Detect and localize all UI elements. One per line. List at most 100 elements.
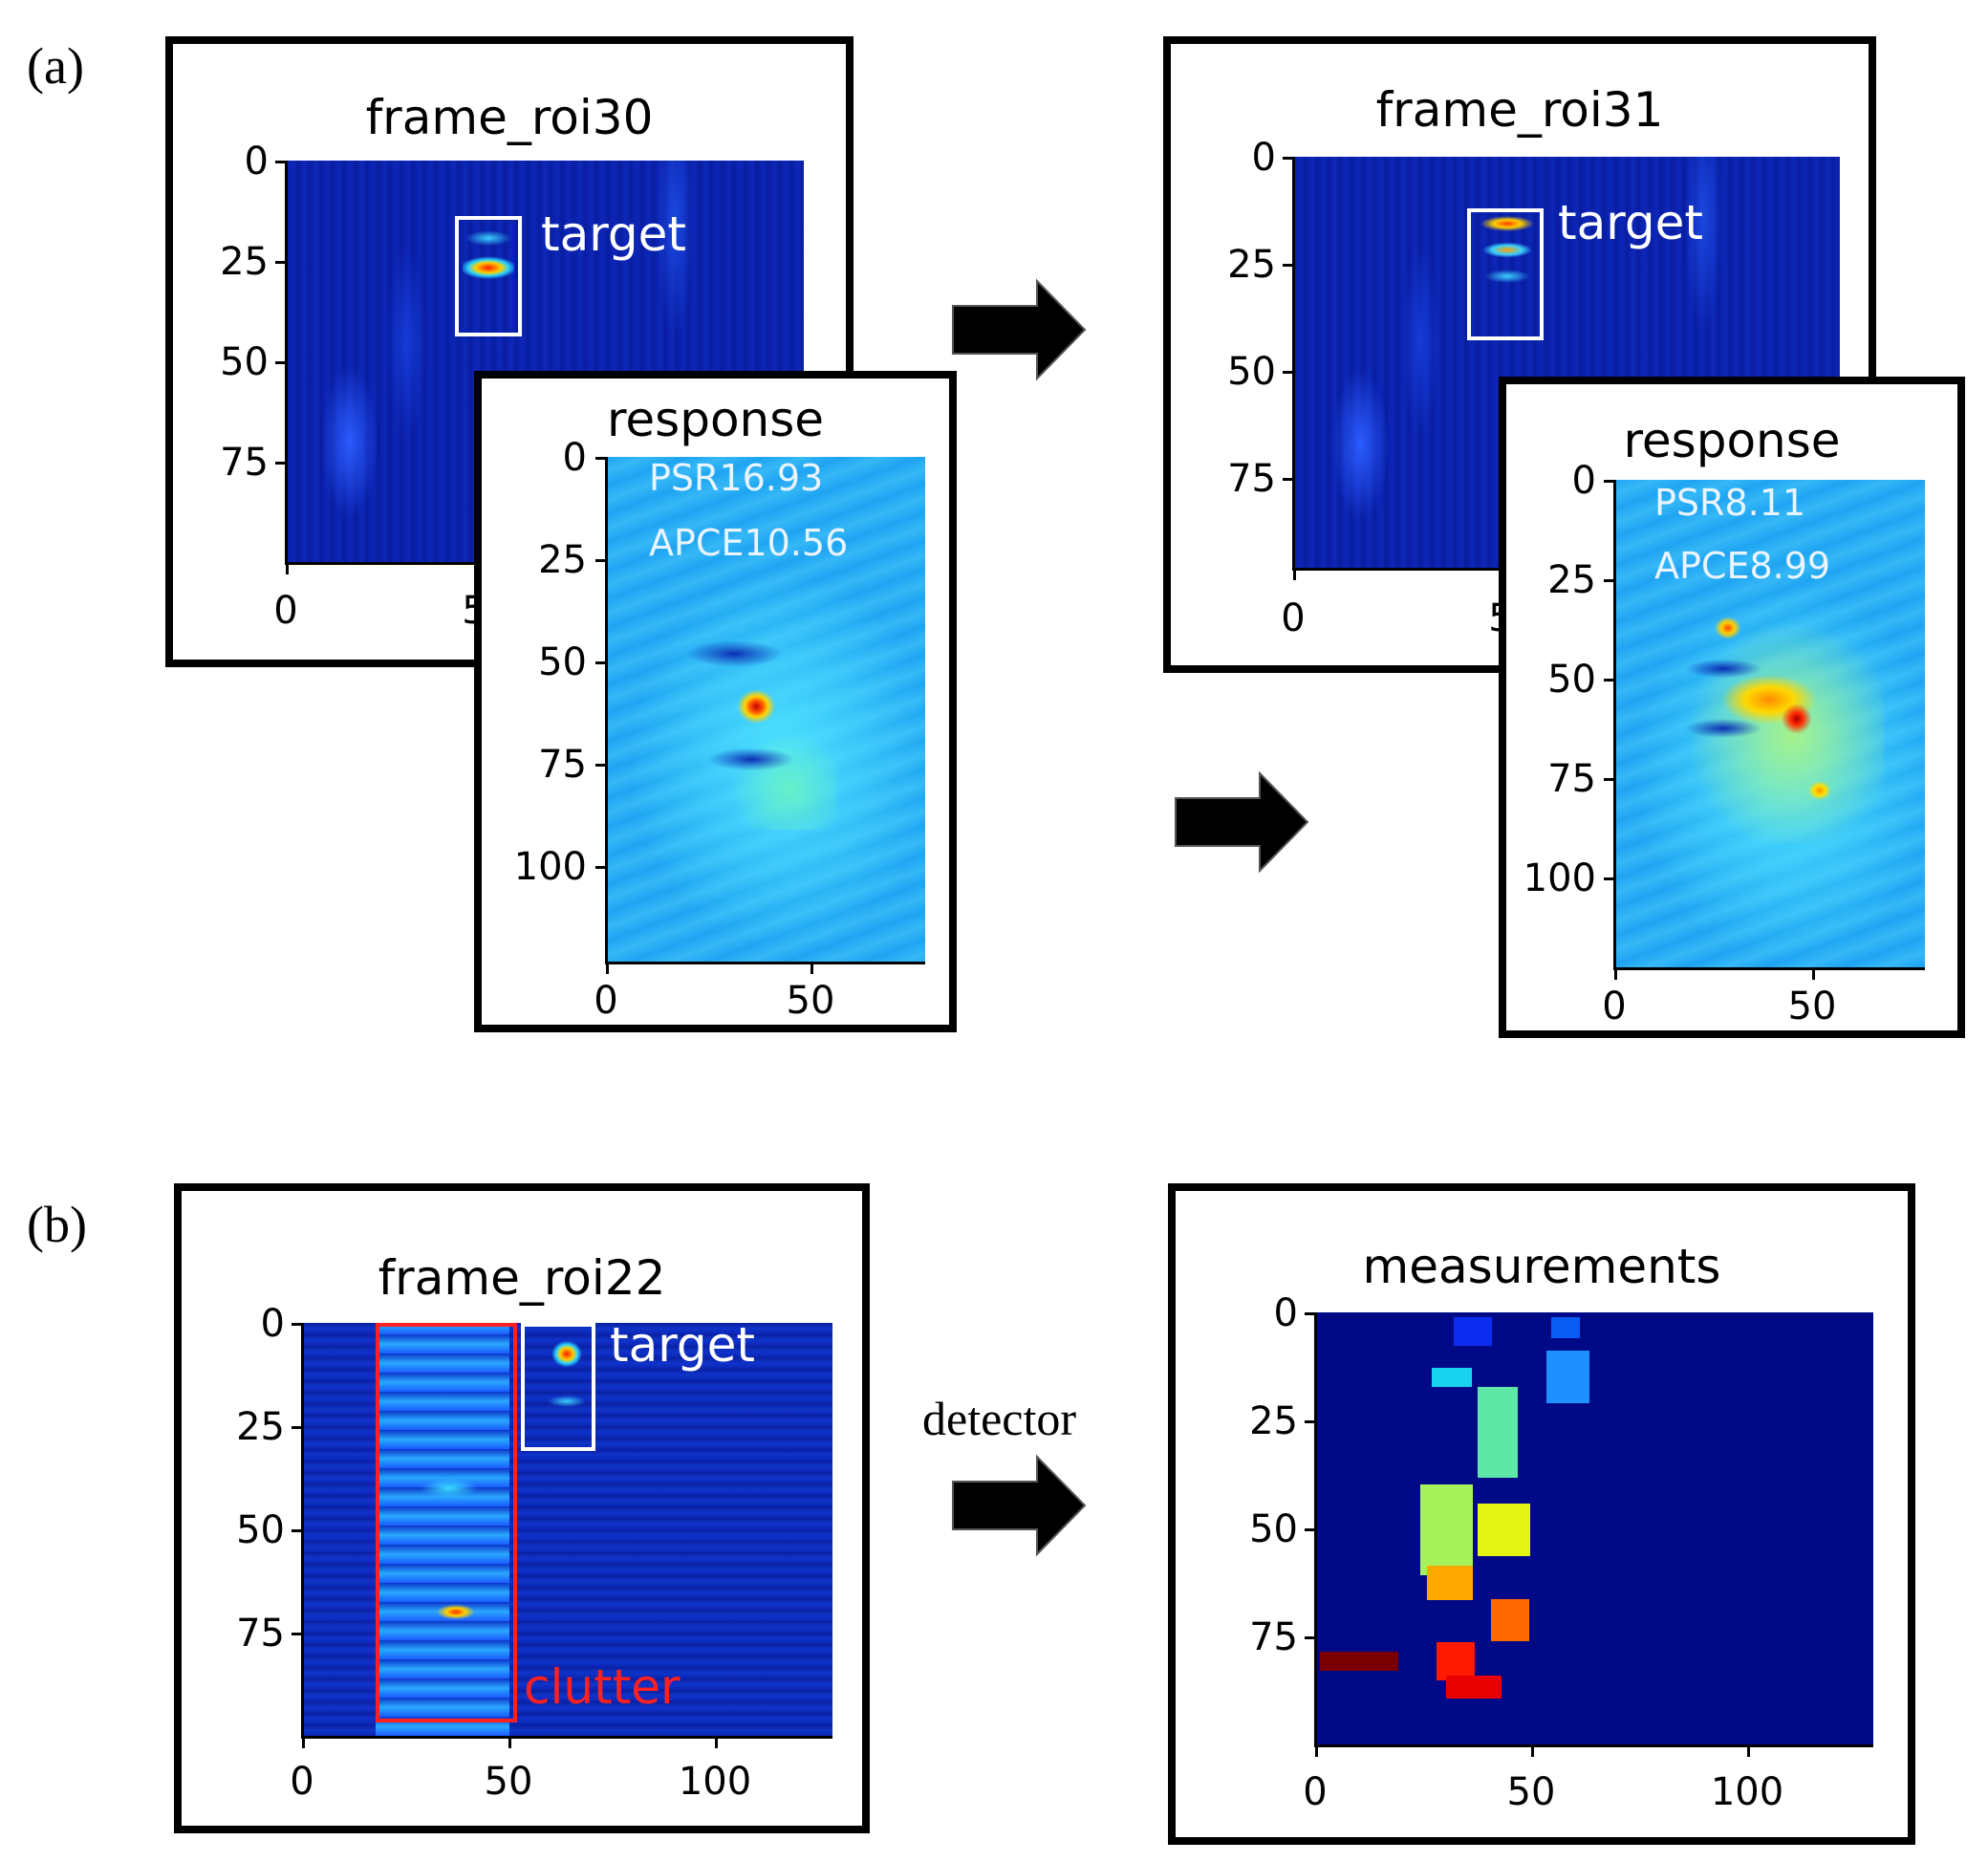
roi30-target-blob: [463, 216, 514, 279]
meas-blob: [1454, 1317, 1492, 1346]
roi31-ytick-label: 0: [1251, 136, 1276, 180]
resp30-xtick-mark: [810, 964, 813, 974]
roi30-ytick-label: 25: [220, 240, 269, 284]
meas-xtick-label: 50: [1506, 1770, 1556, 1814]
resp31-y-axis: [1613, 480, 1616, 970]
resp30-ytick-mark: [595, 457, 605, 460]
roi22-figure: frame_roi22 target clutter 0 25 50 75 0 …: [174, 1183, 870, 1833]
roi30-target-label: target: [541, 206, 687, 262]
meas-figure: measurements 0 25 50 75 0 50 100: [1168, 1183, 1915, 1845]
roi22-ytick-mark: [292, 1633, 301, 1635]
resp31-apce: APCE8.99: [1654, 545, 1831, 587]
roi30-ytick-label: 75: [220, 441, 269, 485]
meas-blob: [1551, 1317, 1580, 1338]
meas-xtick-label: 100: [1710, 1770, 1784, 1814]
roi31-target-box: [1467, 208, 1544, 340]
roi22-y-axis: [301, 1323, 304, 1739]
meas-ytick-label: 25: [1249, 1399, 1298, 1443]
roi22-ytick-mark: [292, 1529, 301, 1532]
roi22-title: frame_roi22: [378, 1250, 666, 1306]
resp30-ytick-label: 75: [538, 743, 587, 787]
meas-ytick-mark: [1305, 1312, 1314, 1315]
roi31-xtick-mark: [1293, 571, 1296, 580]
roi22-ytick-label: 25: [236, 1405, 285, 1449]
meas-x-axis: [1314, 1744, 1873, 1747]
roi31-ytick-label: 25: [1227, 243, 1276, 287]
resp30-xtick-label: 50: [786, 979, 835, 1023]
roi31-ytick-label: 50: [1227, 350, 1276, 394]
resp31-xtick-mark: [1812, 970, 1815, 980]
roi22-ytick-mark: [292, 1323, 301, 1326]
roi22-ytick-label: 0: [260, 1302, 285, 1346]
roi31-ytick-mark: [1283, 371, 1292, 374]
meas-ytick-mark: [1305, 1420, 1314, 1423]
meas-blob: [1491, 1599, 1529, 1641]
resp31-ytick-mark: [1604, 679, 1613, 682]
meas-xtick-mark: [1531, 1747, 1534, 1757]
roi22-clutter-region: [376, 1323, 509, 1736]
meas-blob: [1427, 1566, 1473, 1600]
resp31-ytick-label: 75: [1547, 757, 1596, 801]
roi22-ytick-label: 50: [236, 1508, 285, 1552]
resp31-xtick-label: 50: [1787, 985, 1837, 1028]
panel-label-b: (b): [27, 1196, 87, 1253]
roi22-xtick-label: 100: [678, 1760, 752, 1804]
roi31-y-axis: [1292, 157, 1295, 571]
meas-ytick-label: 50: [1249, 1507, 1298, 1551]
meas-ytick-mark: [1305, 1528, 1314, 1531]
resp31-ytick-mark: [1604, 579, 1613, 582]
roi22-ytick-label: 75: [236, 1612, 285, 1656]
resp30-x-axis: [605, 962, 925, 964]
roi31-ytick-mark: [1283, 478, 1292, 481]
meas-title: measurements: [1362, 1239, 1721, 1294]
roi31-target-blob: [1479, 203, 1536, 308]
roi22-target-blob: [543, 1328, 591, 1433]
resp30-y-axis: [605, 457, 608, 964]
roi22-target-label: target: [610, 1317, 756, 1373]
resp30-ytick-label: 100: [513, 845, 587, 889]
resp30-ytick-mark: [595, 661, 605, 664]
resp31-ytick-mark: [1604, 480, 1613, 483]
roi31-x-axis: [1292, 568, 1502, 571]
resp31-heatmap: [1616, 480, 1925, 967]
panel-label-a: (a): [27, 37, 84, 95]
roi30-title: frame_roi30: [365, 90, 654, 145]
roi31-title: frame_roi31: [1375, 82, 1664, 138]
meas-blob: [1478, 1387, 1518, 1478]
resp31-xtick-label: 0: [1602, 985, 1627, 1028]
roi22-x-axis: [301, 1736, 832, 1739]
meas-xtick-mark: [1747, 1747, 1750, 1757]
resp31-ytick-label: 50: [1547, 658, 1596, 702]
resp31-psr: PSR8.11: [1654, 482, 1806, 524]
roi30-y-axis: [285, 161, 288, 565]
resp30-xtick-label: 0: [594, 979, 618, 1023]
meas-heatmap: [1317, 1312, 1873, 1744]
resp31-xtick-mark: [1614, 970, 1617, 980]
resp31-ytick-mark: [1604, 778, 1613, 781]
resp30-ytick-mark: [595, 559, 605, 562]
meas-ytick-label: 75: [1249, 1615, 1298, 1659]
roi31-ytick-mark: [1283, 264, 1292, 267]
roi30-ytick-mark: [275, 361, 285, 364]
roi30-x-axis: [285, 562, 476, 565]
roi22-xtick-mark: [715, 1739, 718, 1748]
roi30-target-box: [455, 216, 522, 336]
resp30-ytick-label: 50: [538, 640, 587, 684]
resp31-ytick-mark: [1604, 877, 1613, 880]
meas-blob: [1437, 1642, 1475, 1680]
roi30-xtick-mark: [286, 565, 289, 574]
resp30-ytick-mark: [595, 764, 605, 767]
meas-blob: [1320, 1652, 1398, 1671]
roi30-ytick-mark: [275, 462, 285, 465]
resp30-apce: APCE10.56: [649, 522, 849, 564]
roi22-ytick-mark: [292, 1426, 301, 1429]
resp30-figure: response PSR16.93 APCE10.56 0 25 50 75 1…: [474, 371, 957, 1032]
resp31-ytick-label: 25: [1547, 558, 1596, 602]
resp30-psr: PSR16.93: [649, 457, 824, 499]
roi31-ytick-mark: [1283, 157, 1292, 160]
resp30-peak: [665, 610, 837, 830]
meas-xtick-label: 0: [1303, 1770, 1328, 1814]
roi22-xtick-mark: [302, 1739, 305, 1748]
roi31-xtick-label: 0: [1281, 596, 1306, 640]
meas-blob: [1420, 1484, 1473, 1575]
